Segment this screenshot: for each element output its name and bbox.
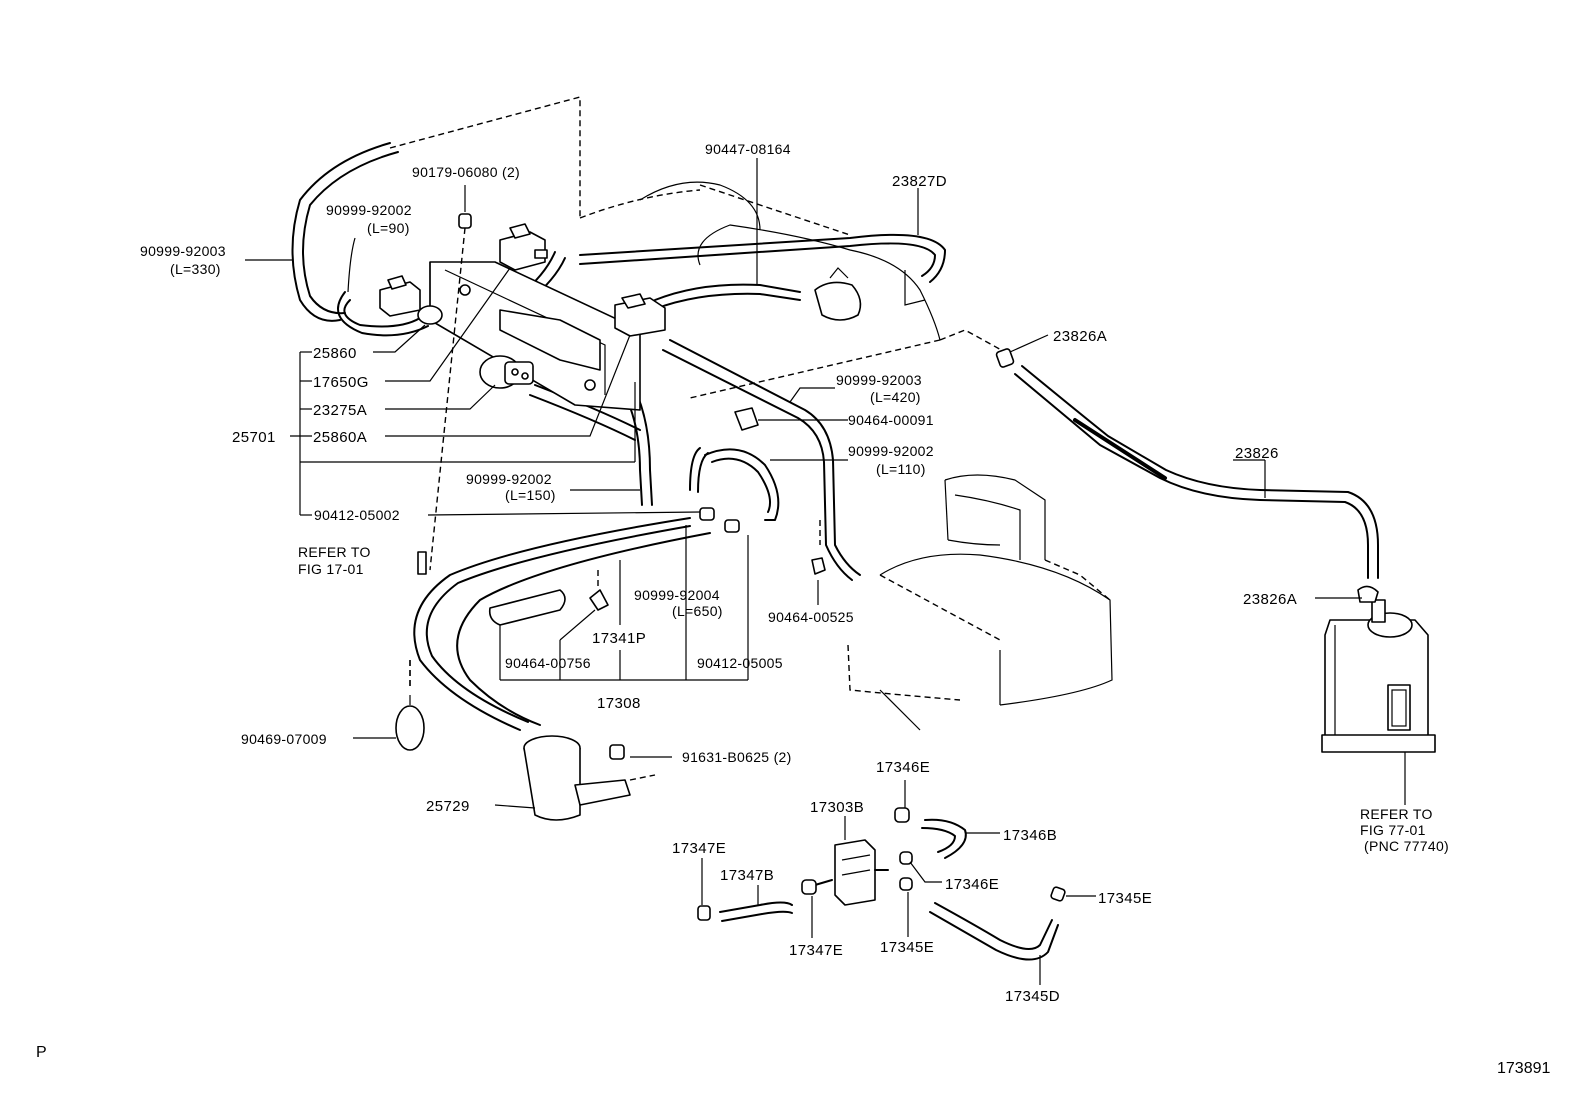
hose-90999-92002-l90 [337,291,429,337]
label-25860A: 25860A [313,429,367,446]
label-25729: 25729 [426,798,470,815]
part-labels: 90179-06080 (2) 90999-92002 (L=90) 90999… [140,141,1449,1005]
hose-17347B [719,901,793,922]
label-90999-92004: 90999-92004 [634,587,720,603]
sensor-23275A [479,355,534,389]
label-90412-05002: 90412-05002 [314,507,400,523]
label-90179-06080: 90179-06080 (2) [412,164,520,180]
label-17347E-top: 17347E [672,840,726,857]
label-90464-00756: 90464-00756 [505,655,591,671]
valve-23827D-side [814,267,862,321]
label-25860: 25860 [313,345,357,362]
label-l90: (L=90) [367,220,410,236]
leader-lines [245,158,1406,985]
label-refer-to-b: REFER TO [1360,806,1433,822]
label-l110: (L=110) [876,461,926,477]
label-17650G: 17650G [313,374,369,391]
label-17346B: 17346B [1003,827,1057,844]
label-17347E-bot: 17347E [789,942,843,959]
label-pnc-77740: (PNC 77740) [1364,838,1449,854]
vsv-valve-left [379,275,443,325]
label-fig-77-01: FIG 77-01 [1360,822,1426,838]
engine-outline [389,96,1006,399]
label-17345E-bot: 17345E [880,939,934,956]
hose-17345D [929,902,1059,961]
hose-90999-92004-l650 [413,517,711,731]
label-17303B: 17303B [810,799,864,816]
label-23826A-top: 23826A [1053,328,1107,345]
label-90999-92003-a: 90999-92003 [140,243,226,259]
label-25701: 25701 [232,429,276,446]
label-17345E-right: 17345E [1098,890,1152,907]
label-23275A: 23275A [313,402,367,419]
label-17341P: 17341P [592,630,646,647]
label-90464-00525: 90464-00525 [768,609,854,625]
label-90464-00091: 90464-00091 [848,412,934,428]
label-17345D: 17345D [1005,988,1060,1005]
hose-17346B [921,818,967,859]
label-90469-07009: 90469-07009 [241,731,327,747]
label-23827D: 23827D [892,173,947,190]
label-l650: (L=650) [672,603,723,619]
label-90999-92003-b: 90999-92003 [836,372,922,388]
vsv-bracket-assembly [429,261,641,411]
label-91631-b0625: 91631-B0625 (2) [682,749,792,765]
label-fig-17-01: FIG 17-01 [298,561,364,577]
vsv-filter-17303B [814,839,889,906]
label-17308: 17308 [597,695,641,712]
label-l150: (L=150) [505,487,556,503]
label-90999-92002-b: 90999-92002 [848,443,934,459]
label-90412-05005: 90412-05005 [697,655,783,671]
fittings [409,213,1066,921]
label-refer-to-a: REFER TO [298,544,371,560]
vsv-valve-upper [499,223,548,271]
label-90999-92002-a: 90999-92002 [326,202,412,218]
hose-17341P [488,589,566,626]
corner-mark: P [36,1044,47,1061]
label-90447-08164: 90447-08164 [705,141,791,157]
label-90999-92002-c: 90999-92002 [466,471,552,487]
label-l330: (L=330) [170,261,221,277]
hose-90999-92003-l330 [291,142,399,322]
filter-25729 [523,735,631,821]
vsv-valve-center [614,293,666,337]
hose-90447-08164 [654,283,801,310]
label-23826A-bot: 23826A [1243,591,1297,608]
label-17346E-top: 17346E [876,759,930,776]
hose-23826 [1014,365,1379,579]
label-17346E-mid: 17346E [945,876,999,893]
label-l420: (L=420) [870,389,921,405]
air-cleaner-outline [847,474,1113,731]
label-17347B: 17347B [720,867,774,884]
hose-90999-92002-l110 [689,447,780,521]
figure-number: 173891 [1497,1060,1550,1077]
canister-charcoal [1321,585,1436,753]
label-23826: 23826 [1235,445,1279,462]
